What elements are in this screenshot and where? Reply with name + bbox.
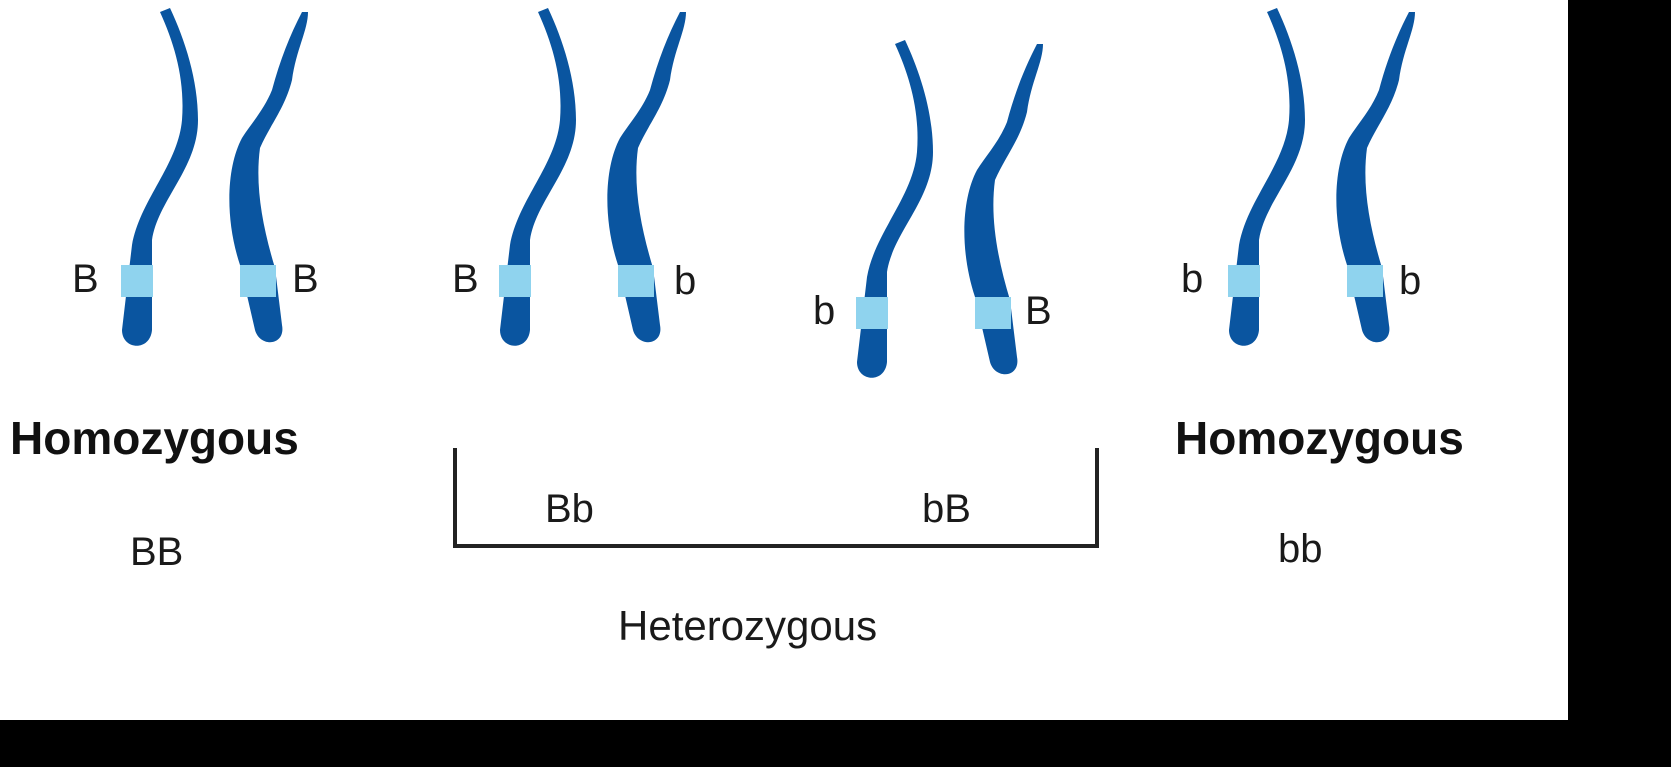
allele-band — [856, 297, 888, 329]
allele-label-left: B — [72, 257, 99, 301]
chromosome-pair-3: b B — [813, 40, 1052, 378]
genotype-bB: bB — [922, 487, 971, 531]
chromosome-pair-2: B b — [452, 8, 696, 346]
chromosome-left — [1228, 8, 1305, 346]
chromosome-left — [499, 8, 576, 346]
allele-label-right: b — [674, 259, 696, 303]
chromosome-diagram: B B B b b B — [0, 0, 1568, 720]
chromosome-left — [856, 40, 933, 378]
allele-band — [618, 265, 654, 297]
homozygous-label-left: Homozygous — [10, 412, 299, 464]
allele-band — [1347, 265, 1383, 297]
genotype-BB: BB — [130, 530, 183, 574]
allele-band — [499, 265, 531, 297]
heterozygous-label: Heterozygous — [618, 602, 877, 649]
chromosome-left — [121, 8, 198, 346]
allele-label-left: b — [1181, 257, 1203, 301]
allele-label-right: b — [1399, 259, 1421, 303]
diagram-canvas: B B B b b B — [0, 0, 1568, 720]
allele-label-left: B — [452, 257, 479, 301]
homozygous-label-right: Homozygous — [1175, 412, 1464, 464]
chromosome-pair-1: B B — [72, 8, 319, 346]
allele-band — [240, 265, 276, 297]
allele-label-left: b — [813, 289, 835, 333]
allele-band — [121, 265, 153, 297]
allele-label-right: B — [292, 257, 319, 301]
genotype-Bb: Bb — [545, 487, 594, 531]
allele-label-right: B — [1025, 289, 1052, 333]
chromosome-pair-4: b b — [1181, 8, 1421, 346]
allele-band — [975, 297, 1011, 329]
genotype-bb: bb — [1278, 527, 1323, 571]
allele-band — [1228, 265, 1260, 297]
